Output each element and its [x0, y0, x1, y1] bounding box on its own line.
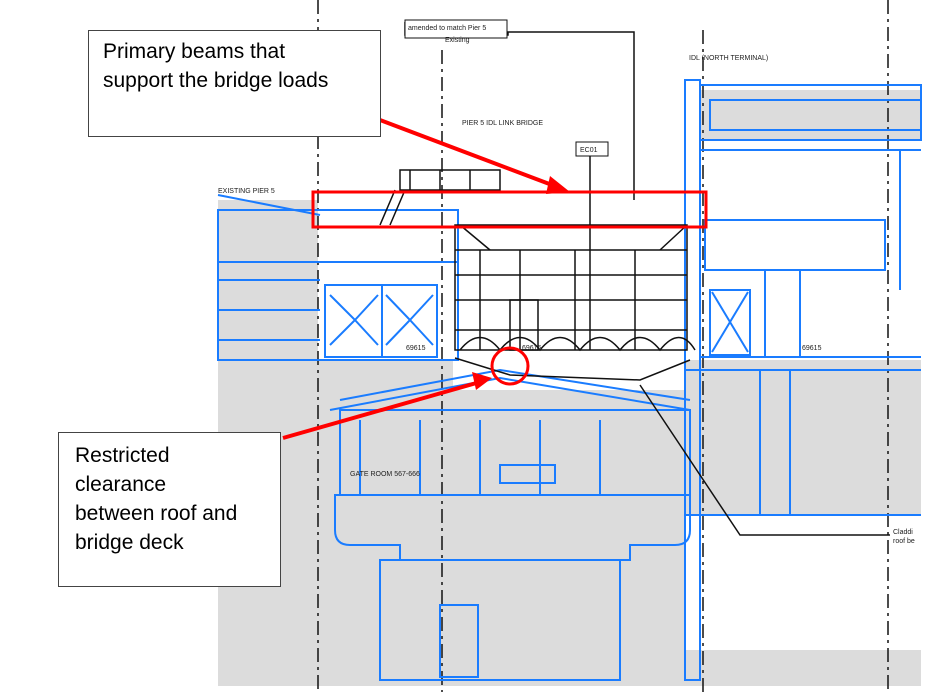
- callout-text: bridge deck: [75, 531, 184, 554]
- level-right: 69615: [802, 345, 822, 352]
- level-left: 69615: [406, 345, 426, 352]
- note-amended: amended to match Pier 5: [408, 25, 486, 32]
- label-gate-room: GATE ROOM 567-666: [350, 471, 420, 478]
- callout-text: between roof and: [75, 502, 238, 525]
- clearance-highlight-circle: [490, 346, 530, 386]
- callout-text: Primary beams that: [103, 40, 286, 63]
- callout-primary-beams: Primary beams that support the bridge lo…: [88, 30, 381, 137]
- beams-arrow: [379, 118, 561, 190]
- level-mid: 69615: [522, 345, 542, 352]
- note-cladding-1: Claddi: [893, 529, 913, 536]
- clearance-arrow: [282, 380, 481, 440]
- arrowhead-icon: [472, 372, 492, 390]
- callout-text: clearance: [75, 473, 167, 496]
- label-bridge: PIER 5 IDL LINK BRIDGE: [462, 120, 543, 127]
- tag-ec01: EC01: [580, 147, 598, 154]
- note-cladding-2: roof be: [893, 538, 915, 545]
- annotation-arrows: [282, 118, 570, 440]
- primary-beams-highlight: [311, 190, 708, 229]
- note-existing: Existing: [445, 37, 470, 44]
- callout-restricted-clearance: Restricted clearance between roof and br…: [58, 432, 281, 587]
- label-existing-pier: EXISTING PIER 5: [218, 188, 275, 195]
- label-north-terminal: IDL (NORTH TERMINAL): [689, 55, 768, 62]
- arrowhead-icon: [546, 176, 570, 194]
- link-bridge: [379, 22, 890, 536]
- existing-structure: [217, 79, 922, 681]
- callout-text: support the bridge loads: [103, 69, 329, 92]
- callout-text: Restricted: [75, 444, 170, 467]
- grey-fills: [218, 90, 921, 686]
